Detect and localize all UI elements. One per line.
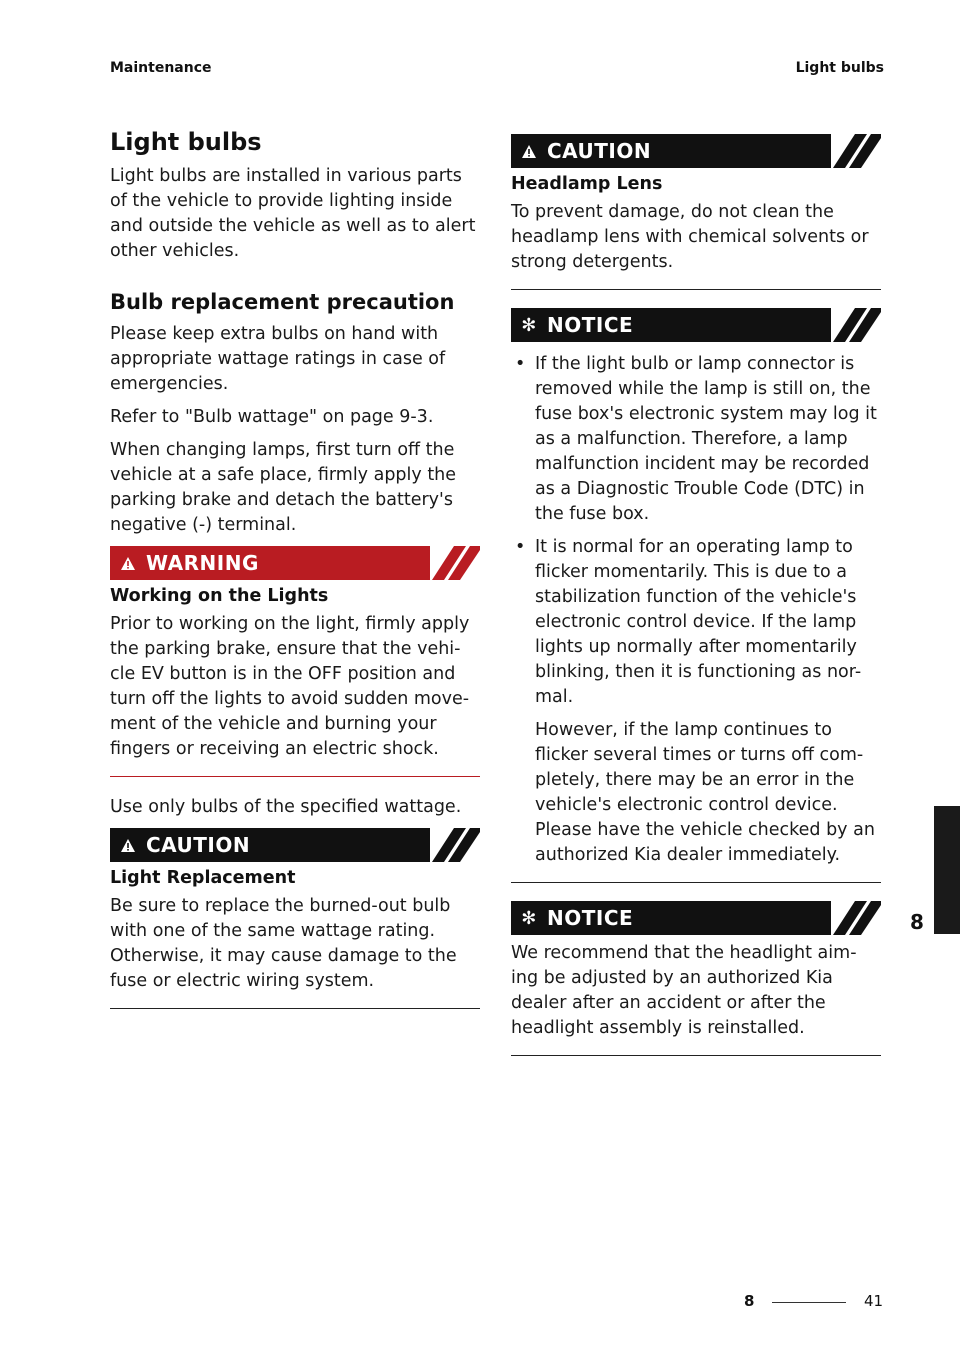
list-item: • It is normal for an operating lamp to … — [511, 535, 881, 868]
warning-label: WARNING — [146, 551, 259, 575]
warning-triangle-icon — [511, 144, 547, 159]
notice-bullet-subtext: However, if the lamp continues to flicke… — [535, 720, 875, 865]
caution-banner-light-replacement: CAUTION — [110, 828, 480, 862]
asterisk-icon: ✻ — [521, 907, 537, 929]
warning-banner: WARNING — [110, 546, 480, 580]
footer-chapter: 8 — [744, 1292, 755, 1310]
running-header-section: Maintenance — [110, 60, 212, 76]
caution-text: To prevent damage, do not clean the head… — [511, 202, 869, 272]
notice-bullet-text: If the light bulb or lamp connector is r… — [535, 354, 877, 524]
banner-stripes — [430, 828, 480, 862]
left-column: Light bulbs Light bulbs are installed in… — [110, 128, 480, 1027]
banner-stripes — [831, 901, 881, 935]
intro-paragraph: Light bulbs are installed in various par… — [110, 166, 476, 261]
wattage-note: Use only bulbs of the specified wattage. — [110, 797, 462, 817]
notice-rule — [511, 882, 881, 883]
notice-label: NOTICE — [547, 313, 634, 337]
warning-triangle-icon — [110, 556, 146, 571]
asterisk-icon: ✻ — [521, 314, 537, 336]
caution-banner-headlamp: CAUTION — [511, 134, 881, 168]
caution-rule — [110, 1008, 480, 1009]
notice-banner: ✻ NOTICE — [511, 308, 881, 342]
footer-page-number: 41 — [864, 1292, 884, 1310]
caution-title: Headlamp Lens — [511, 174, 663, 194]
caution-label: CAUTION — [547, 139, 652, 163]
notice-label: NOTICE — [547, 906, 634, 930]
notice-text: We recommend that the headlight aim-ing … — [511, 943, 857, 1038]
bullet-icon: • — [515, 537, 526, 557]
list-item: • If the light bulb or lamp connector is… — [511, 352, 881, 527]
warning-text: Prior to working on the light, firmly ap… — [110, 614, 470, 759]
warning-triangle-icon — [110, 838, 146, 853]
precaution-paragraph-1: Please keep extra bulbs on hand with app… — [110, 324, 446, 394]
notice-bullet-list: • If the light bulb or lamp connector is… — [511, 352, 881, 868]
notice-bullet-text: It is normal for an operating lamp to fl… — [535, 537, 862, 707]
page-title: Light bulbs — [110, 128, 262, 156]
caution-label: CAUTION — [146, 833, 251, 857]
precaution-paragraph-3: When changing lamps, first turn off the … — [110, 440, 457, 535]
warning-rule — [110, 776, 480, 777]
caution-title: Light Replacement — [110, 868, 296, 888]
chapter-side-tab — [934, 806, 960, 934]
notice-banner: ✻ NOTICE — [511, 901, 881, 935]
chapter-side-tab-number: 8 — [910, 910, 924, 934]
caution-text: Be sure to replace the burned-out bulb w… — [110, 896, 457, 991]
bullet-icon: • — [515, 354, 526, 374]
banner-stripes — [831, 308, 881, 342]
precaution-paragraph-2: Refer to "Bulb wattage" on page 9-3. — [110, 407, 434, 427]
precaution-heading: Bulb replacement precaution — [110, 290, 455, 314]
running-header-topic: Light bulbs — [795, 60, 884, 76]
caution-rule — [511, 289, 881, 290]
footer-divider — [772, 1302, 846, 1303]
notice-rule — [511, 1055, 881, 1056]
warning-title: Working on the Lights — [110, 586, 329, 606]
banner-stripes — [430, 546, 480, 580]
banner-stripes — [831, 134, 881, 168]
right-column: CAUTION Headlamp Lens To prevent damage,… — [511, 130, 881, 1074]
